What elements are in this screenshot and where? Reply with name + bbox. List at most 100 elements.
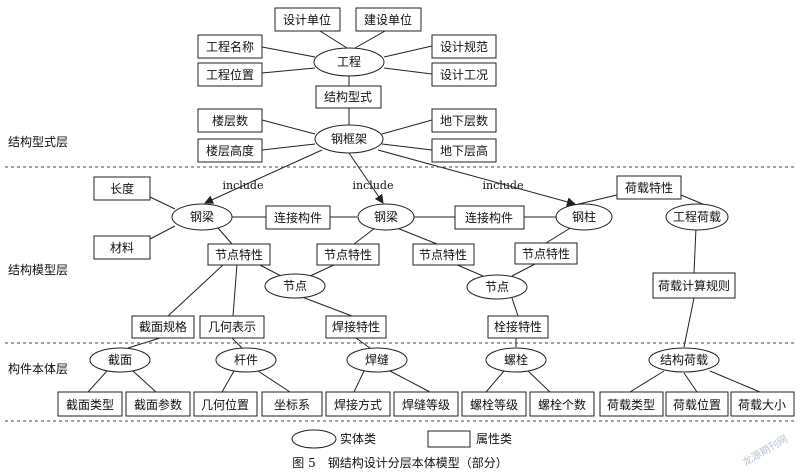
entity-label: 钢梁 [190,209,214,224]
attribute-label: 地下层数 [440,113,488,128]
include-labels: include include include [223,179,524,192]
edge [389,370,431,393]
attribute-box: 地下层高 [431,138,497,163]
attribute-box: 栓接特性 [487,315,549,339]
attribute-label: 结构型式 [324,89,372,104]
attribute-label: 螺栓个数 [538,397,586,412]
attribute-box: 焊接方式 [325,391,391,417]
include-label: include [483,179,524,192]
attribute-label: 荷载计算规则 [658,278,730,293]
edge [257,370,291,393]
attribute-label: 连接构件 [465,210,513,225]
entity-node-jiedian-2: 节点 [466,274,528,300]
attribute-box: 节点特性 [207,243,271,266]
attribute-box: 长度 [93,176,151,201]
attribute-box: 节点特性 [412,243,475,266]
attribute-label: 工程名称 [206,39,254,54]
entity-label: 螺栓 [504,352,528,367]
attribute-label: 焊缝等级 [402,397,450,412]
edge [261,46,316,58]
edge [381,143,433,151]
entity-node-luoshuan: 螺栓 [485,347,547,373]
edge [261,143,316,151]
entity-node-jiemian: 截面 [89,347,151,373]
attribute-box: 截面类型 [57,391,123,417]
attribute-label: 荷载大小 [738,398,786,412]
edge [221,370,235,393]
edge [511,263,536,277]
attribute-box: 楼层高度 [197,138,263,163]
attribute-label: 长度 [110,181,134,196]
attribute-box: 螺栓个数 [529,391,595,417]
entity-node-gangliang-1: 钢梁 [171,203,233,231]
edge [355,337,371,349]
attribute-box: 荷载特性 [616,175,682,200]
attribute-label: 连接构件 [274,210,322,225]
edge [629,370,665,393]
attribute-box: 荷载大小 [730,391,795,417]
edge [383,67,433,75]
entity-node-jiedian-1: 节点 [264,273,326,299]
attribute-box: 荷载位置 [665,391,729,417]
entity-node-jiegouhezai: 结构荷载 [648,347,720,373]
attribute-box: 建设单位 [355,7,422,32]
attribute-label: 节点特性 [324,247,372,262]
edge [454,263,484,277]
entity-label: 节点 [283,279,307,293]
entity-label: 钢梁 [374,209,398,224]
attribute-label: 节点特性 [215,247,263,262]
entity-node-ganjian: 杆件 [215,347,277,373]
attribute-label: 焊接特性 [332,319,380,334]
attribute-label: 坐标系 [274,398,310,412]
entity-label: 截面 [108,353,132,367]
attribute-label: 截面规格 [139,319,187,334]
attribute-box: 截面参数 [125,391,191,417]
attribute-box: 设计工况 [431,62,497,87]
edge [354,30,386,49]
attribute-box: 楼层数 [197,108,263,133]
attribute-box: 荷载计算规则 [652,272,736,299]
edge [353,370,365,393]
attribute-box: 节点特性 [514,242,578,265]
edge [353,227,376,245]
layer-label-structure-model: 结构模型层 [8,262,68,277]
entity-label: 结构荷载 [660,352,708,367]
attribute-label: 楼层高度 [206,143,254,158]
attribute-label: 设计单位 [283,12,331,27]
entity-label: 杆件 [234,353,258,367]
edge [167,263,225,317]
edge [511,297,519,317]
attribute-box: 工程名称 [197,34,263,59]
attribute-label: 节点特性 [522,246,570,261]
edge [683,372,698,393]
include-arrow-left [204,149,323,204]
attribute-box: 连接构件 [265,205,331,230]
edge [217,227,233,245]
edge [683,297,695,348]
entity-label: 钢框架 [331,132,367,146]
attribute-label: 几何位置 [201,397,249,412]
attribute-box: 几何位置 [193,391,258,417]
legend-attribute-label: 属性类 [476,432,512,446]
edge [261,67,316,74]
layer-label-structure-type: 结构型式层 [8,134,68,149]
edge [149,225,176,240]
entity-label: 节点 [485,280,509,294]
attribute-box: 连接构件 [454,205,525,230]
edge [383,45,433,58]
attribute-box: 焊接特性 [325,315,387,339]
figure-caption: 图 5 钢结构设计分层本体模型（部分） [292,455,507,470]
edge [319,30,348,49]
attribute-box: 节点特性 [316,243,380,266]
edge [381,119,433,135]
include-label: include [223,179,264,192]
attribute-label: 荷载位置 [673,397,721,412]
edge [309,263,337,277]
attribute-label: 楼层数 [212,113,248,128]
attribute-label: 荷载特性 [625,180,673,195]
attribute-box: 设计单位 [274,7,341,32]
entity-node-gangliang-2: 钢梁 [357,203,415,231]
entity-nodes: 工程 钢框架 钢梁 钢梁 钢柱 工程荷载 节点 节点 [89,47,729,373]
include-arrow-right [377,149,576,207]
